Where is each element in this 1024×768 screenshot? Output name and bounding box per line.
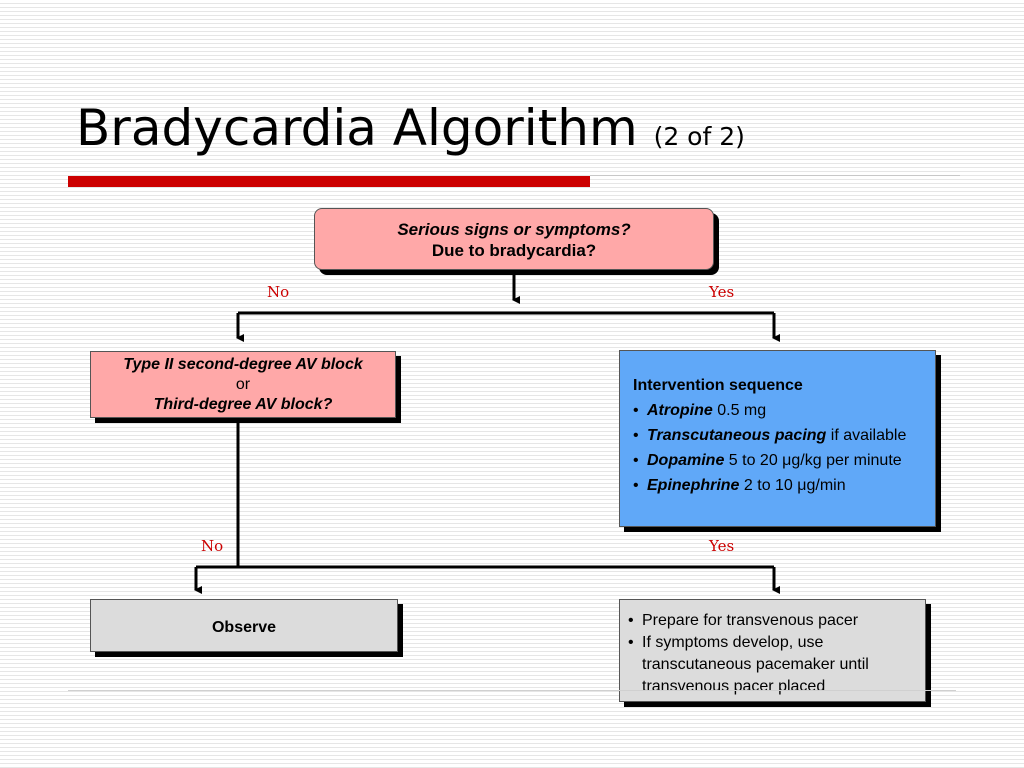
title-subtitle: (2 of 2) bbox=[653, 122, 745, 151]
title-underline-red bbox=[68, 176, 590, 187]
bullet-icon: • bbox=[633, 402, 639, 419]
node-serious-signs: Serious signs or symptoms? Due to bradyc… bbox=[314, 208, 714, 270]
pacer-item: If symptoms develop, use transcutaneous … bbox=[642, 634, 869, 695]
drug-name: Epinephrine bbox=[647, 477, 740, 494]
serious-line2: Due to bradycardia? bbox=[431, 241, 597, 260]
drug-name: Atropine bbox=[647, 402, 713, 419]
block-line1: Type II second-degree AV block bbox=[123, 356, 363, 373]
edge-label-bottom-no: No bbox=[201, 537, 224, 555]
bullet-icon: • bbox=[633, 452, 639, 469]
intervention-heading: Intervention sequence bbox=[633, 377, 803, 394]
list-item: • Dopamine 5 to 20 μg/kg per minute bbox=[633, 448, 935, 473]
pacer-item: Prepare for transvenous pacer bbox=[642, 612, 859, 629]
list-item: • Prepare for transvenous pacer bbox=[628, 610, 925, 632]
block-line2: or bbox=[235, 376, 251, 393]
title-underline-thin bbox=[590, 175, 960, 176]
serious-line1: Serious signs or symptoms? bbox=[397, 220, 631, 239]
list-item: • Atropine 0.5 mg bbox=[633, 398, 935, 423]
edge-label-bottom-yes: Yes bbox=[709, 537, 735, 555]
observe-label: Observe bbox=[211, 619, 277, 636]
drug-name: Dopamine bbox=[647, 452, 725, 469]
node-transvenous-pacer: • Prepare for transvenous pacer • If sympt… bbox=[619, 599, 926, 702]
bullet-icon: • bbox=[628, 612, 634, 629]
list-item: • Transcutaneous pacing if available bbox=[633, 423, 935, 448]
node-av-block: Type II second-degree AV block or Third-… bbox=[90, 351, 396, 418]
list-item: • If symptoms develop, use transcutaneous… bbox=[628, 632, 925, 698]
node-observe: Observe bbox=[90, 599, 398, 652]
edge-label-top-no: No bbox=[267, 283, 290, 301]
bottom-rule bbox=[68, 690, 956, 691]
bullet-icon: • bbox=[633, 427, 639, 444]
pacer-list: • Prepare for transvenous pacer • If sympt… bbox=[628, 610, 925, 698]
intervention-list: • Atropine 0.5 mg • Transcutaneous pacing … bbox=[633, 398, 935, 498]
edge-label-top-yes: Yes bbox=[709, 283, 735, 301]
drug-detail: 5 to 20 μg/kg per minute bbox=[724, 452, 902, 469]
drug-detail: 2 to 10 μg/min bbox=[739, 477, 846, 494]
list-item: • Epinephrine 2 to 10 μg/min bbox=[633, 473, 935, 498]
node-intervention-sequence: Intervention sequence • Atropine 0.5 mg •… bbox=[619, 350, 936, 527]
drug-name: Transcutaneous pacing bbox=[647, 427, 827, 444]
page-title: Bradycardia Algorithm (2 of 2) bbox=[76, 103, 745, 153]
drug-detail: 0.5 mg bbox=[712, 402, 767, 419]
bullet-icon: • bbox=[628, 634, 634, 651]
drug-detail: if available bbox=[826, 427, 907, 444]
bullet-icon: • bbox=[633, 477, 639, 494]
title-main: Bradycardia Algorithm bbox=[76, 99, 638, 157]
block-line3: Third-degree AV block? bbox=[153, 396, 333, 413]
